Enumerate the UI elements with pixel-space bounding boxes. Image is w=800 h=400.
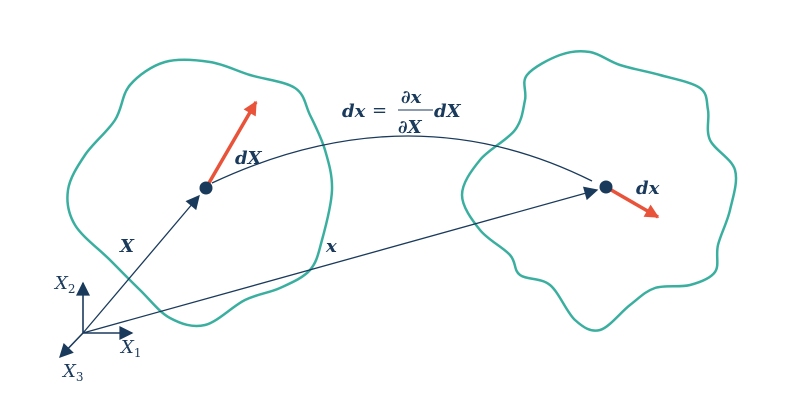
formula-equals: = [372,100,387,121]
position-vector-X [82,194,200,334]
spatial-vector-label: dx [636,178,660,199]
position-vector-x [82,186,599,334]
axis-x3 [59,332,84,359]
material-point [199,181,213,195]
deformed-body [460,49,738,332]
axis-x1-label: X1 [119,337,141,360]
spatial-position-label: x [325,236,337,257]
formula-rhs: dX [434,101,462,122]
formula-denominator: ∂X [398,117,423,138]
axis-x2-label: X2 [53,273,75,296]
material-position-label: X [119,236,135,257]
spatial-line-element [605,185,660,219]
formula-lhs: dx [342,101,366,122]
formula-numerator: ∂x [401,87,422,108]
deformation-gradient-formula: dx = ∂x ∂X dX [342,87,462,138]
mapping-curve [211,135,593,184]
axis-x3-label: X3 [61,361,83,384]
spatial-point [599,180,613,194]
material-line-element [204,100,258,189]
material-vector-label: dX [235,148,263,169]
reference-body [66,58,334,328]
